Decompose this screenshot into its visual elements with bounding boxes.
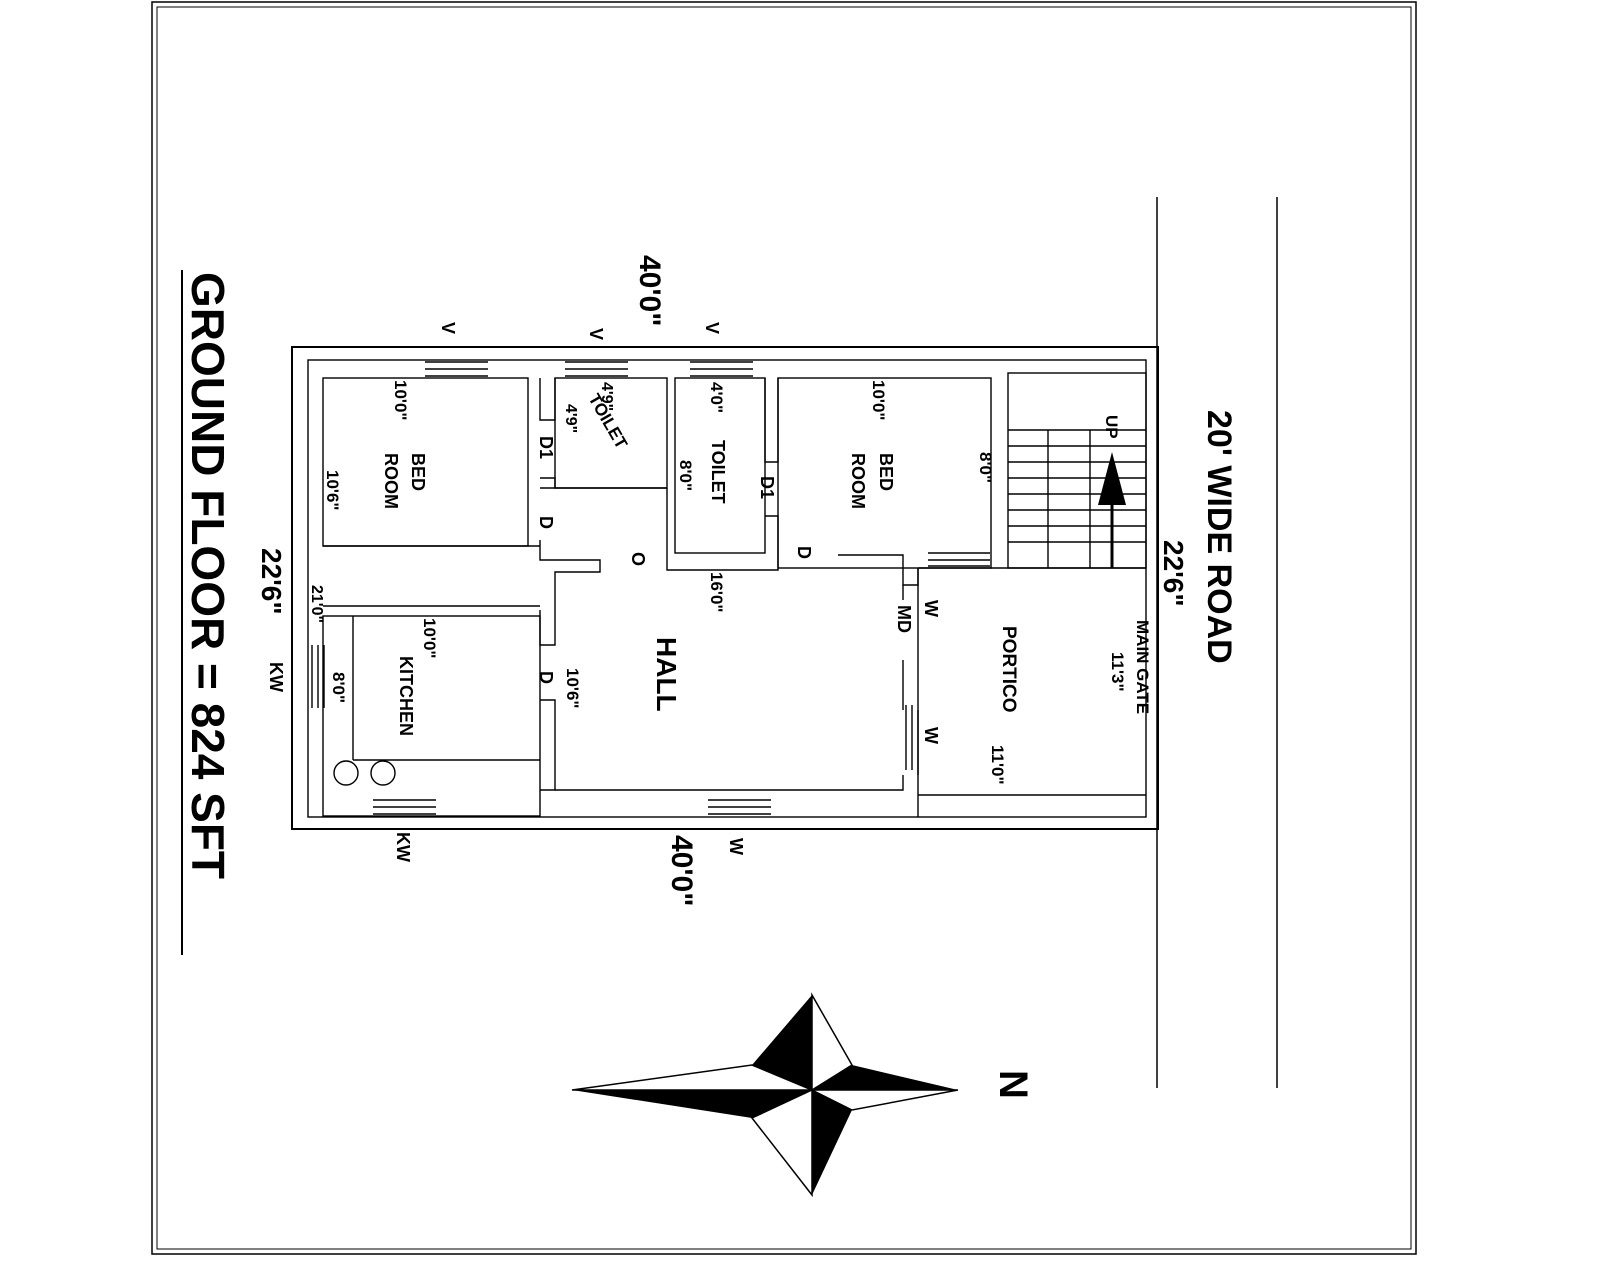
hall-depth: 10'6" [563,668,582,708]
kitchen-depth: 8'0" [329,672,348,703]
ventilator-mark: V [702,322,722,334]
door-d1-mark: D1 [757,476,777,499]
kitchen-width: 10'0" [420,618,439,658]
main-gate-label: MAIN GATE [1133,620,1152,714]
toilet-1-depth: 4'9" [562,404,579,433]
portico-depth: 11'0" [988,745,1007,785]
window-mark: W [921,727,941,744]
toilet-2-width: 4'0" [707,382,726,413]
door-mark: D [794,546,814,559]
opening-mark: O [628,552,648,566]
door-mark: D [536,671,556,684]
window-marks [311,361,990,815]
interior-walls [322,372,1147,817]
bed-room-1-label: BED [408,453,428,491]
stairs-up-label: UP [1102,415,1121,439]
bottom-length-dimension: 40'0" [665,835,698,906]
ventilator-mark: V [438,322,458,334]
bed-room-1-width: 10'0" [391,380,410,420]
toilet-2-label: TOILET [708,440,728,504]
stove-burner-icon [333,760,359,786]
bed-room-2-label: ROOM [848,453,868,509]
top-length-dimension: 40'0" [633,255,666,326]
toilet-1-width: 4'9" [598,382,615,411]
compass-north-label: N [991,1070,1035,1099]
main-door-mark: MD [894,605,914,633]
kitchen-window-mark: KW [393,832,413,862]
bed-room-2-depth: 8'0" [976,452,995,483]
overall-depth-dimension: 21'0" [308,585,325,623]
door-d1-mark: D1 [536,436,556,459]
main-gate-width: 11'3" [1108,652,1127,692]
stair-arrow-head [1098,452,1126,505]
building-outline [291,346,1159,830]
door-mark: D [536,516,556,529]
toilet-2-depth: 8'0" [676,460,695,491]
window-mark: W [921,600,941,617]
bed-room-2-width: 10'0" [869,380,888,420]
sheet-border-inner [156,6,1412,1250]
hall-label: HALL [651,637,682,712]
kitchen-window-mark: KW [266,662,286,692]
staircase [1008,429,1146,568]
hall-width: 16'0" [707,572,726,612]
bed-room-2-label: BED [876,453,896,491]
ventilator-mark: V [586,328,606,340]
drawing-title: GROUND FLOOR = 824 SFT [182,272,234,879]
north-compass-icon [571,992,959,1198]
left-width-dimension: 22'6" [256,548,287,615]
window-mark: W [726,838,746,855]
bed-room-1-depth: 10'6" [323,470,342,510]
sheet-border-outer [151,1,1417,1255]
portico-label: PORTICO [998,626,1019,713]
road-label: 20' WIDE ROAD [1200,410,1238,664]
kitchen-label: KITCHEN [396,656,416,736]
stove-burner-icon [370,760,396,786]
right-width-dimension: 22'6" [1158,540,1189,607]
bed-room-1-label: ROOM [381,453,401,509]
